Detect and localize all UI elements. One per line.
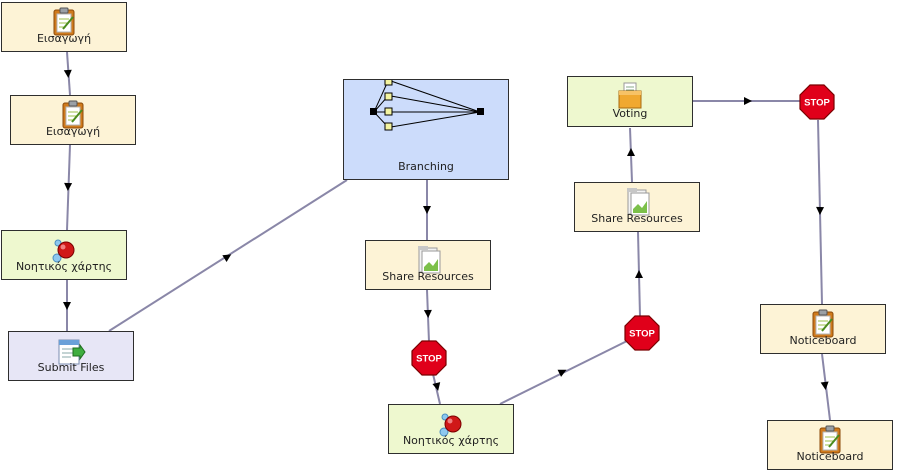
stop-gate-1[interactable]: STOP xyxy=(411,340,447,376)
stop-label: STOP xyxy=(804,98,830,109)
node-label: Share Resources xyxy=(591,212,683,225)
share-resources-icon xyxy=(418,246,441,274)
arrowhead xyxy=(744,97,752,105)
activity-noticeboard-1[interactable]: Noticeboard xyxy=(760,304,886,354)
submit-files-icon xyxy=(58,339,86,365)
activity-branching[interactable]: Branching xyxy=(343,79,509,180)
node-label: Submit Files xyxy=(37,361,105,374)
noticeboard-icon xyxy=(819,425,841,454)
share-resources-icon xyxy=(627,188,650,216)
arrowhead xyxy=(423,309,433,319)
noticeboard-icon xyxy=(53,7,75,36)
node-label: Εισαγωγή xyxy=(45,125,101,138)
activity-eisagogi-1[interactable]: Εισαγωγή xyxy=(1,2,127,52)
node-label: Voting xyxy=(612,107,648,120)
arrowhead xyxy=(63,182,73,192)
node-label: Εισαγωγή xyxy=(36,32,92,45)
activity-share-resources-1[interactable]: Share Resources xyxy=(365,240,491,290)
arrowhead xyxy=(815,206,825,216)
stop-gate-3[interactable]: STOP xyxy=(799,84,835,120)
node-label: Noticeboard xyxy=(789,334,857,347)
node-label: Noticeboard xyxy=(796,450,864,463)
activity-mindmap-2[interactable]: Νοητικός χάρτης xyxy=(388,404,514,454)
node-label: Νοητικός χάρτης xyxy=(402,434,500,447)
activity-noticeboard-2[interactable]: Noticeboard xyxy=(767,420,893,470)
stop-label: STOP xyxy=(416,354,442,365)
voting-icon xyxy=(618,82,642,109)
branching-icon xyxy=(370,80,484,131)
mindmap-icon xyxy=(52,239,75,263)
arrowhead xyxy=(63,302,71,310)
arrowhead xyxy=(423,206,431,214)
arrowhead xyxy=(63,69,73,79)
noticeboard-icon xyxy=(62,100,84,129)
arrowhead xyxy=(627,148,635,156)
activity-voting[interactable]: Voting xyxy=(567,76,693,127)
activity-mindmap-1[interactable]: Νοητικός χάρτης xyxy=(1,230,127,280)
activity-share-resources-2[interactable]: Share Resources xyxy=(574,182,700,232)
arrowhead xyxy=(635,270,643,278)
node-label: Νοητικός χάρτης xyxy=(15,260,113,273)
node-label: Share Resources xyxy=(382,270,474,283)
noticeboard-icon xyxy=(812,309,834,338)
node-label: Branching xyxy=(398,160,454,173)
connector-stop1-mindmap2[interactable] xyxy=(432,373,441,405)
stop-label: STOP xyxy=(629,329,655,340)
activity-submit-files[interactable]: Submit Files xyxy=(8,331,134,381)
stop-gate-2[interactable]: STOP xyxy=(624,315,660,351)
mindmap-icon xyxy=(439,413,462,437)
activity-eisagogi-2[interactable]: Εισαγωγή xyxy=(10,95,136,145)
arrowhead xyxy=(820,381,830,391)
